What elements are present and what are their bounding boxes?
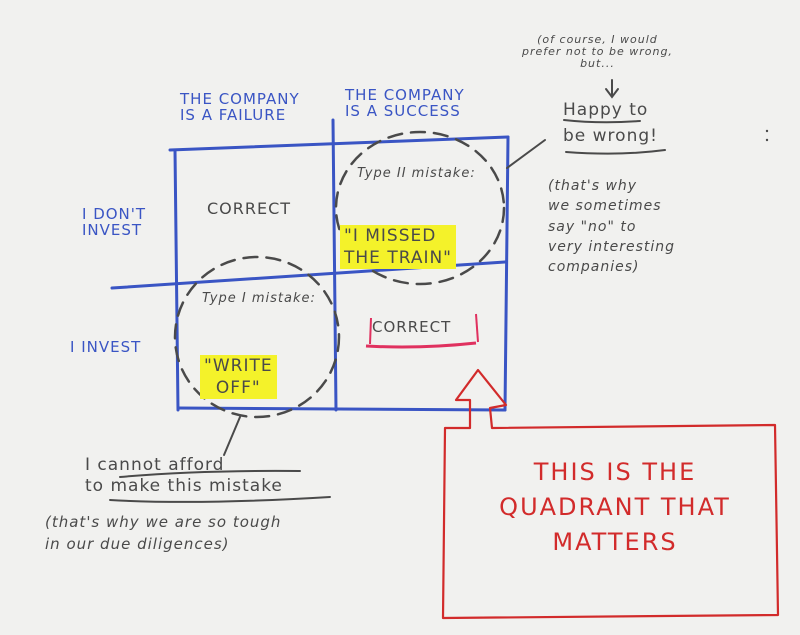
underline-make-mistake [109, 496, 331, 503]
note-explain-no: (that's why we sometimes say "no" to ver… [548, 178, 676, 276]
margin-dot [765, 138, 769, 142]
row-header-invest: I INVEST [70, 338, 142, 356]
missed-train-highlight: "I MISSED THE TRAIN" [340, 225, 456, 270]
cell-correct-top: CORRECT [207, 199, 292, 218]
arrow-down-head [605, 88, 619, 99]
note-diligence: (that's why we are so tough in our due d… [45, 513, 282, 553]
quadrant-callout-box [441, 368, 780, 620]
correct-underline [365, 341, 477, 349]
note-aside: (of course, I would prefer not to be wro… [522, 33, 673, 71]
dashed-circle-type-one [173, 255, 341, 419]
write-off-highlight: "WRITE OFF" [200, 355, 277, 400]
underline-be-wrong [565, 149, 666, 155]
underline-afford [119, 469, 301, 478]
grid-top-line [168, 135, 510, 152]
type-one-value: "WRITE OFF" [200, 333, 277, 400]
row-header-dont-invest: I DON'T INVEST [82, 205, 147, 239]
cell-correct-bottom: CORRECT [372, 318, 452, 336]
callout-quadrant-text: THIS IS THE QUADRANT THAT MATTERS [499, 458, 731, 556]
grid-right-line [503, 135, 510, 412]
column-header-success: THE COMPANY IS A SUCCESS [345, 86, 465, 120]
grid-left-line [173, 148, 180, 412]
connector-afford [223, 416, 241, 456]
correct-bracket-left [369, 317, 372, 345]
type-two-value: "I MISSED THE TRAIN" [340, 203, 456, 270]
underline-happy [563, 119, 641, 124]
type-two-label: Type II mistake: [357, 166, 476, 181]
note-afford: I cannot afford to make this mistake [85, 455, 283, 497]
correct-bracket-right [475, 313, 479, 343]
margin-dot [765, 129, 769, 133]
dashed-circle-type-two [334, 130, 506, 286]
connector-happy [506, 139, 546, 169]
column-header-failure: THE COMPANY IS A FAILURE [180, 90, 300, 124]
note-happy: Happy to be wrong! [563, 100, 658, 147]
grid-bottom-line [176, 406, 507, 412]
type-one-label: Type I mistake: [202, 291, 316, 306]
